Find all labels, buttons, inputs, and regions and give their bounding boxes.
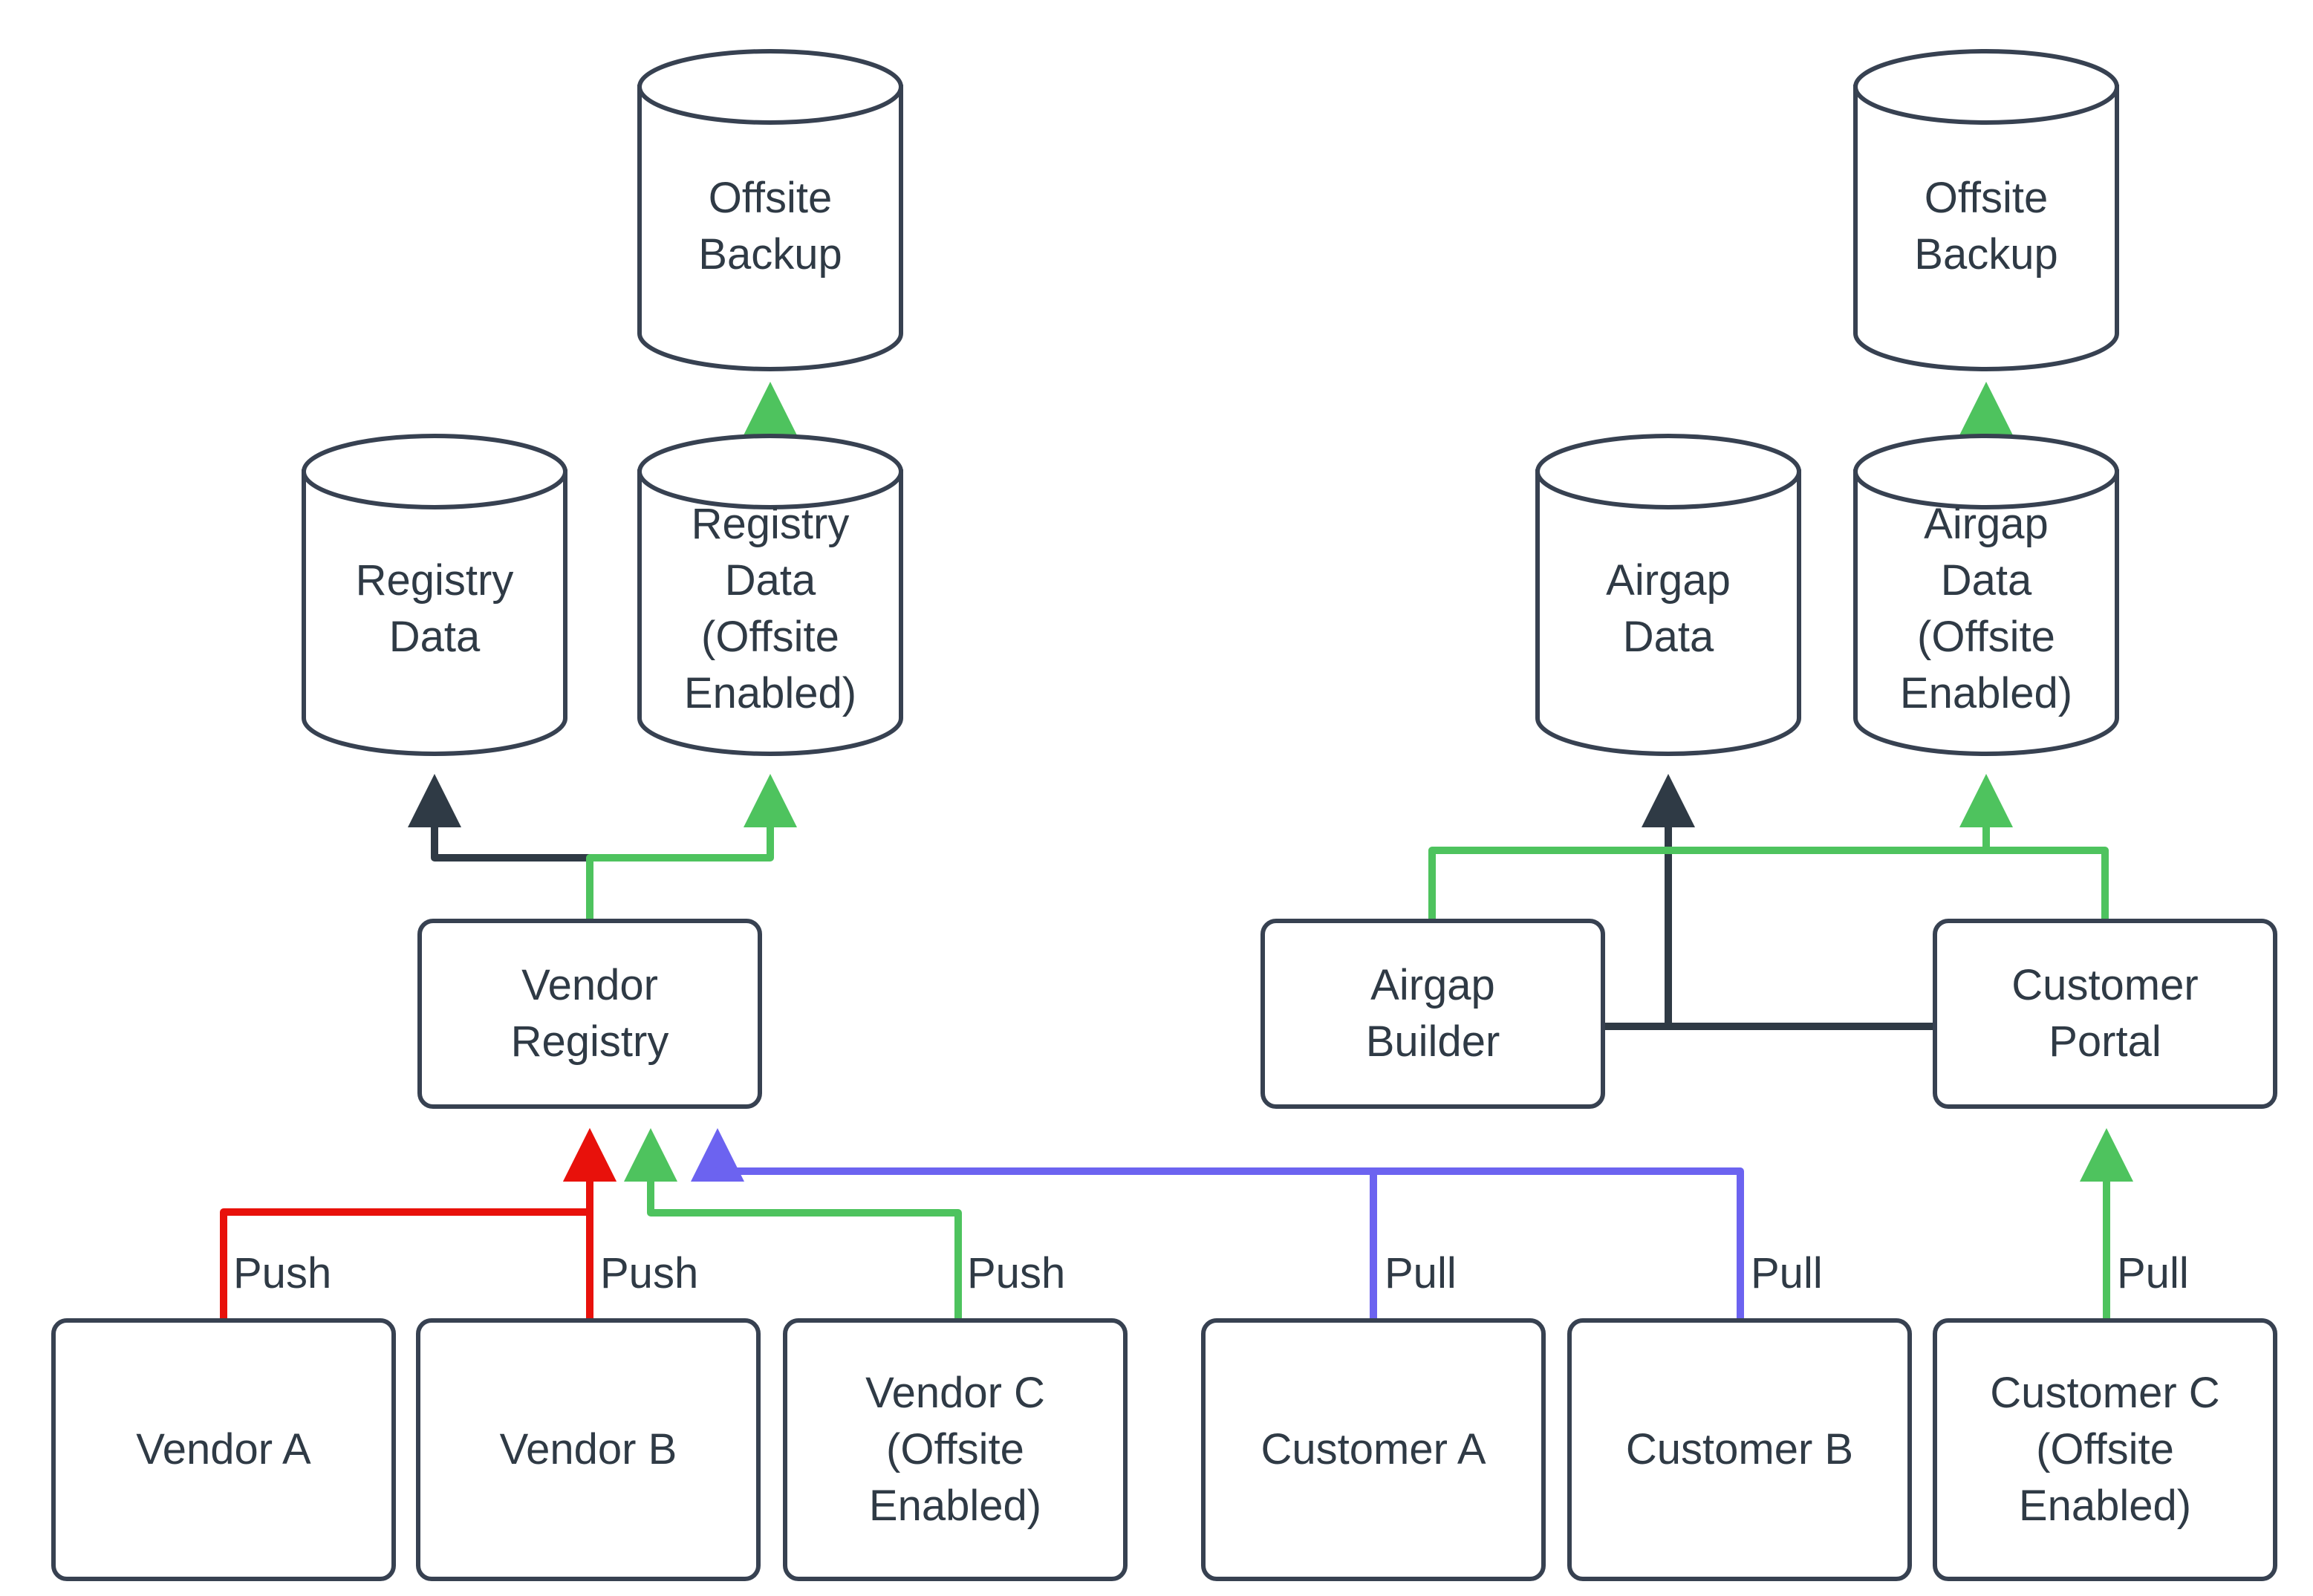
- node-shape-vendor-c[interactable]: [783, 1318, 1128, 1581]
- node-shape-customer-b[interactable]: [1567, 1318, 1912, 1581]
- node-shape-airgap-data[interactable]: [1535, 434, 1801, 756]
- edge-label-vendor-a-push: Push: [232, 1249, 334, 1297]
- edge-label-vendor-c-push: Push: [966, 1249, 1067, 1297]
- edge-label-vendor-b-push: Push: [599, 1249, 700, 1297]
- edge-label-customer-a-pull: Pull: [1383, 1249, 1458, 1297]
- edge-label-customer-b-pull: Pull: [1749, 1249, 1824, 1297]
- node-shape-vendor-a[interactable]: [51, 1318, 396, 1581]
- node-shape-registry-data-offsite[interactable]: [637, 434, 903, 756]
- node-shape-customer-portal[interactable]: [1933, 919, 2277, 1109]
- node-shape-registry-data[interactable]: [302, 434, 567, 756]
- node-shape-vendor-registry[interactable]: [417, 919, 762, 1109]
- edge-customer-portal-to-airgap-data-offsite: [1982, 847, 2109, 925]
- edge-vendor-c-push: [624, 1128, 962, 1324]
- node-shape-vendor-b[interactable]: [416, 1318, 761, 1581]
- node-shape-airgap-builder[interactable]: [1260, 919, 1605, 1109]
- node-shape-offsite-backup-left[interactable]: [637, 49, 903, 371]
- edge-vendor-registry-to-registry-data: [408, 774, 593, 925]
- edge-label-customer-c-pull: Pull: [2115, 1249, 2190, 1297]
- node-shape-airgap-data-offsite[interactable]: [1853, 434, 2119, 756]
- edge-customer-b-pull: [714, 1167, 1744, 1324]
- edge-airgap-builder-to-airgap-data-offsite: [1428, 774, 2013, 925]
- node-shape-customer-a[interactable]: [1201, 1318, 1546, 1581]
- node-shape-customer-c[interactable]: [1933, 1318, 2277, 1581]
- edge-vendor-registry-to-registry-data-offsite: [586, 774, 797, 925]
- node-shape-offsite-backup-right[interactable]: [1853, 49, 2119, 371]
- edge-customer-portal-to-airgap-data: [1642, 774, 1939, 1030]
